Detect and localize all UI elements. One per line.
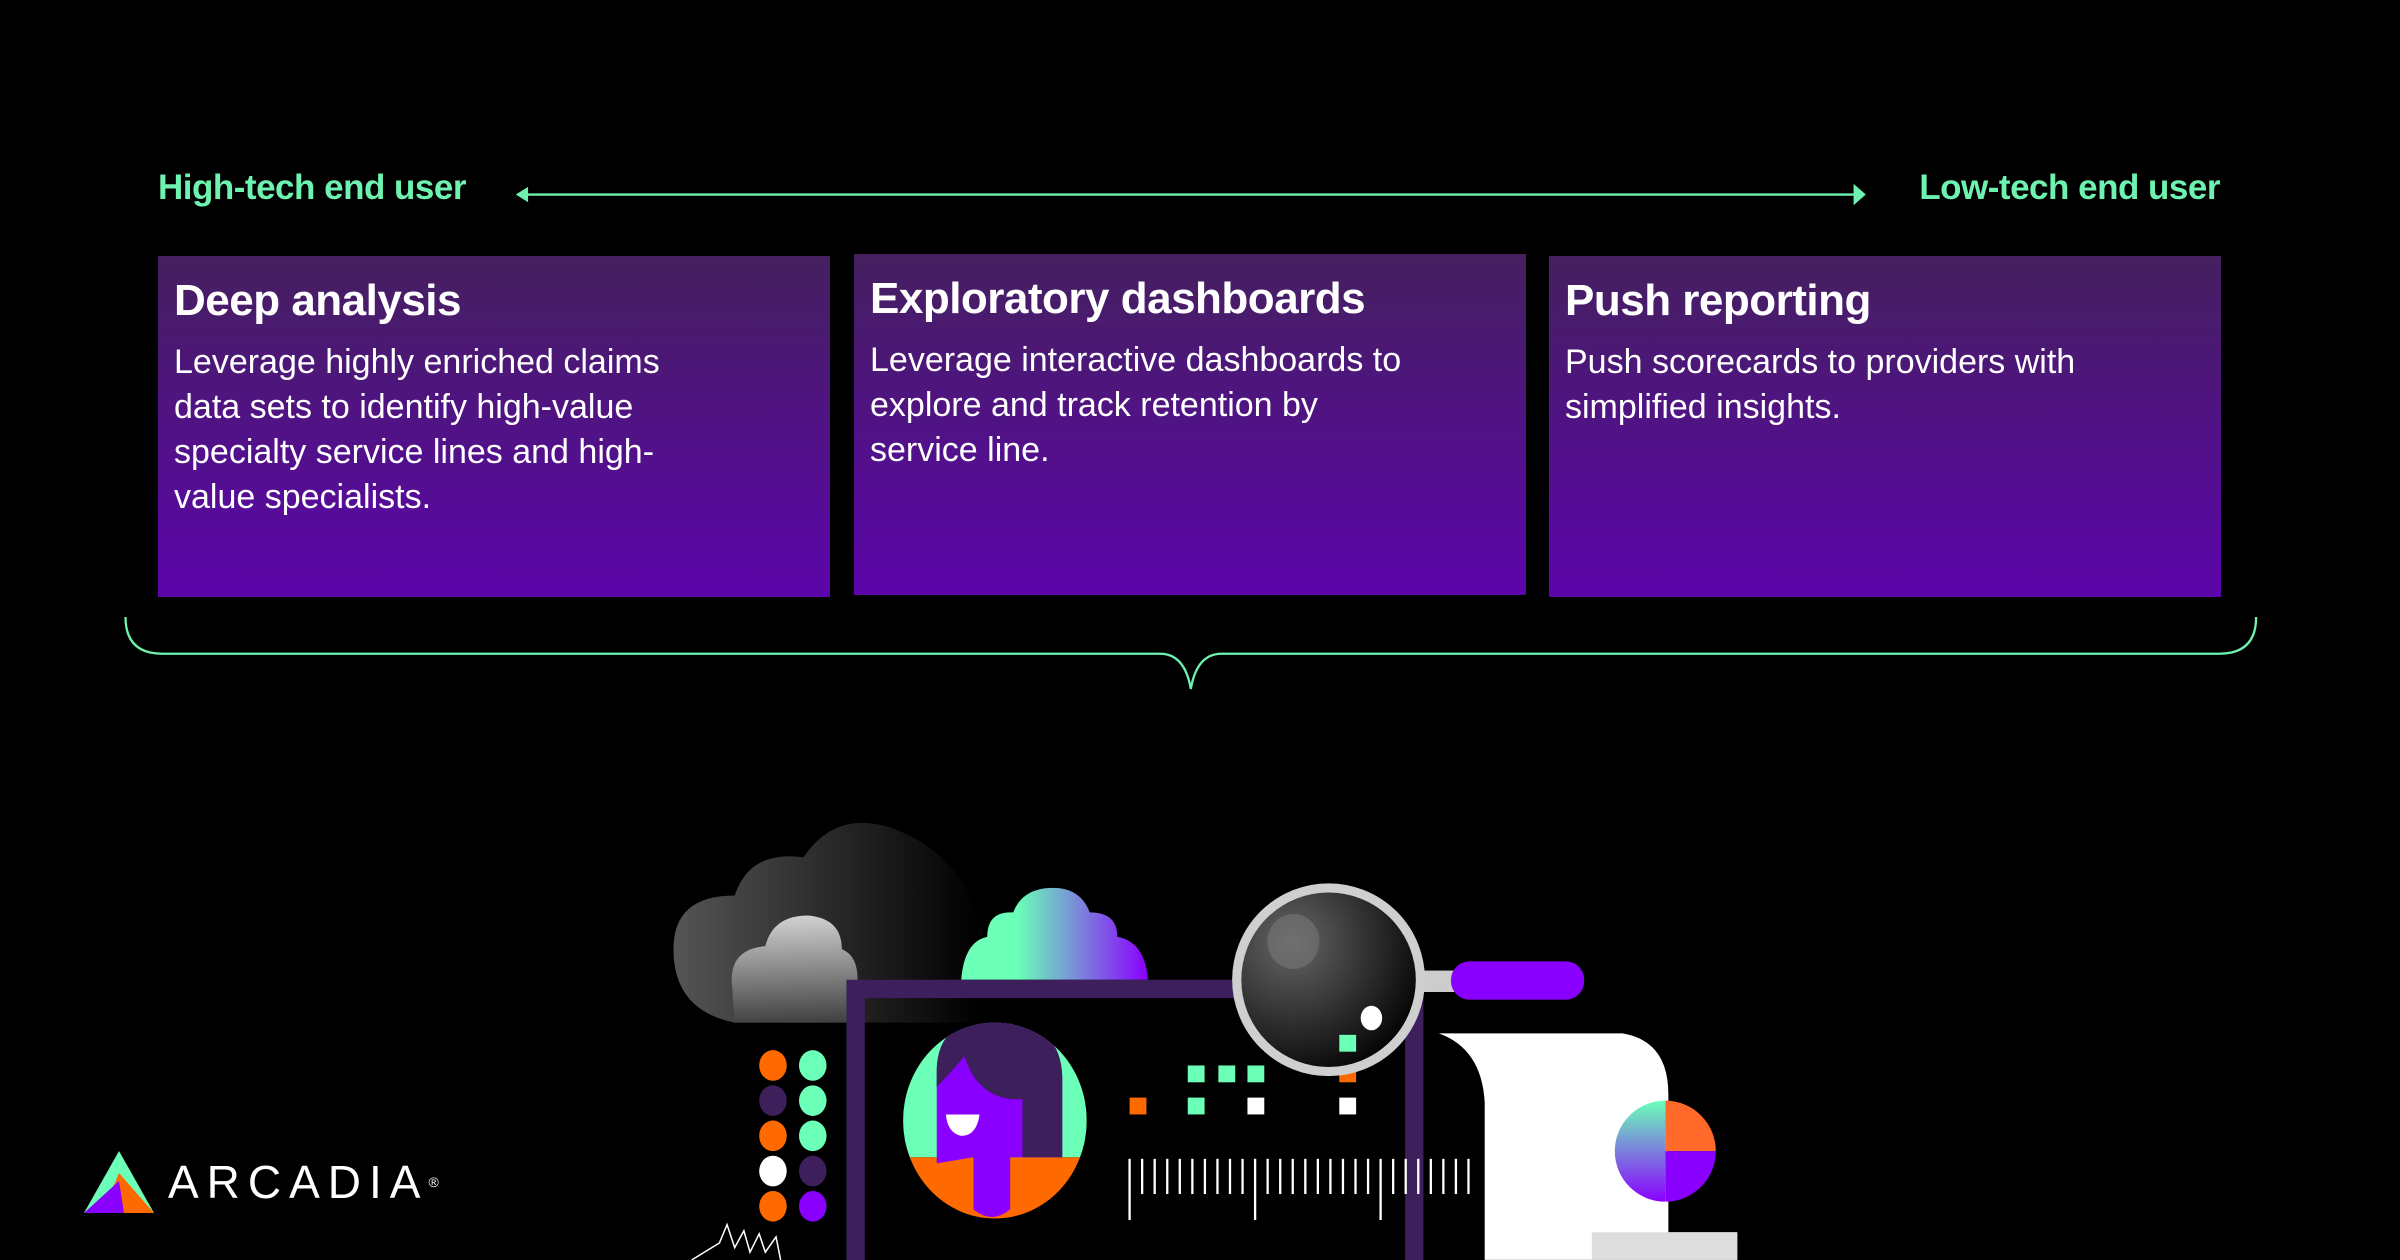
card-title: Push reporting: [1565, 276, 1871, 325]
card-title: Deep analysis: [174, 276, 462, 325]
arcadia-logo-icon: [84, 1151, 154, 1213]
low-tech-label: Low-tech end user: [1919, 168, 2220, 207]
registered-mark: ®: [428, 1174, 439, 1190]
report-paper-icon: [1438, 1033, 1738, 1260]
illustration: /* lines drawn below */: [673, 822, 1738, 1260]
card-body: Leverage highly enriched claims data set…: [174, 343, 660, 516]
arrow-left-icon: [515, 186, 529, 203]
high-tech-label: High-tech end user: [158, 168, 466, 207]
starburst-icon: [691, 1222, 782, 1260]
logo-text: ARCADIA: [168, 1156, 429, 1208]
avatar-icon: [903, 1022, 1087, 1219]
double-arrow: [515, 183, 1866, 206]
dot-grid: [759, 1050, 827, 1222]
data-squares: [1129, 1065, 1357, 1115]
card-title: Exploratory dashboards: [870, 274, 1366, 323]
card-body: Push scorecards to providers with simpli…: [1565, 343, 2076, 426]
arcadia-logo: ARCADIA®: [84, 1151, 439, 1213]
curly-brace: [124, 616, 2258, 690]
magnifier-icon: [1232, 883, 1585, 1077]
barcode: /* lines drawn below */: [1128, 1158, 1470, 1221]
bush-icon: [961, 887, 1148, 980]
card-exploratory-dashboards: Exploratory dashboards Leverage interact…: [854, 254, 1526, 595]
arrow-right-icon: [1853, 183, 1866, 206]
pie-chart-icon: [1614, 1100, 1716, 1202]
card-body: Leverage interactive dashboards to explo…: [870, 341, 1402, 469]
card-deep-analysis: Deep analysis Leverage highly enriched c…: [158, 256, 830, 597]
cloud-icon: [673, 822, 980, 1023]
card-push-reporting: Push reporting Push scorecards to provid…: [1549, 256, 2221, 597]
monitor-frame: [846, 979, 1424, 1260]
